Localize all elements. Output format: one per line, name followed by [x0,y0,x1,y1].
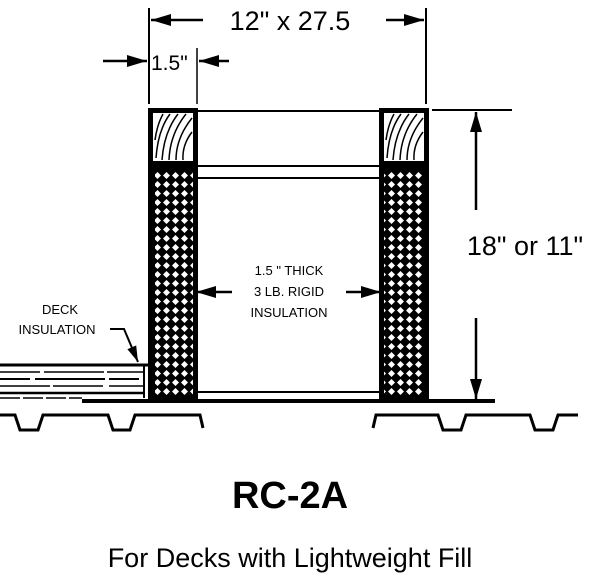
height-label: 18" or 11" [467,231,583,261]
width-label: 12" x 27.5 [230,6,351,36]
right-curb-wall [379,108,429,402]
wood-nailer [154,113,193,161]
callout-line: INSULATION [250,305,327,320]
wall-dimension: 1.5" [103,48,229,104]
width-dimension: 12" x 27.5 [148,6,427,104]
callout-line: DECK [42,302,78,317]
curb-interior [197,110,380,393]
deck-insulation-boards [0,363,148,399]
callout-line: 1.5 " THICK [255,263,324,278]
deck-insulation-callout: DECK INSULATION [18,302,139,363]
left-curb-wall [148,108,198,402]
metal-deck [0,413,578,432]
diagram-subtitle: For Decks with Lightweight Fill [108,543,473,573]
diagram-title: RC-2A [232,475,348,517]
callout-line: INSULATION [18,322,95,337]
rigid-insulation-callout: 1.5 " THICK 3 LB. RIGID INSULATION [196,263,381,320]
wall-label: 1.5" [151,52,188,75]
wood-nailer [385,113,424,161]
height-dimension: 18" or 11" [432,109,583,399]
callout-line: 3 LB. RIGID [254,284,324,299]
